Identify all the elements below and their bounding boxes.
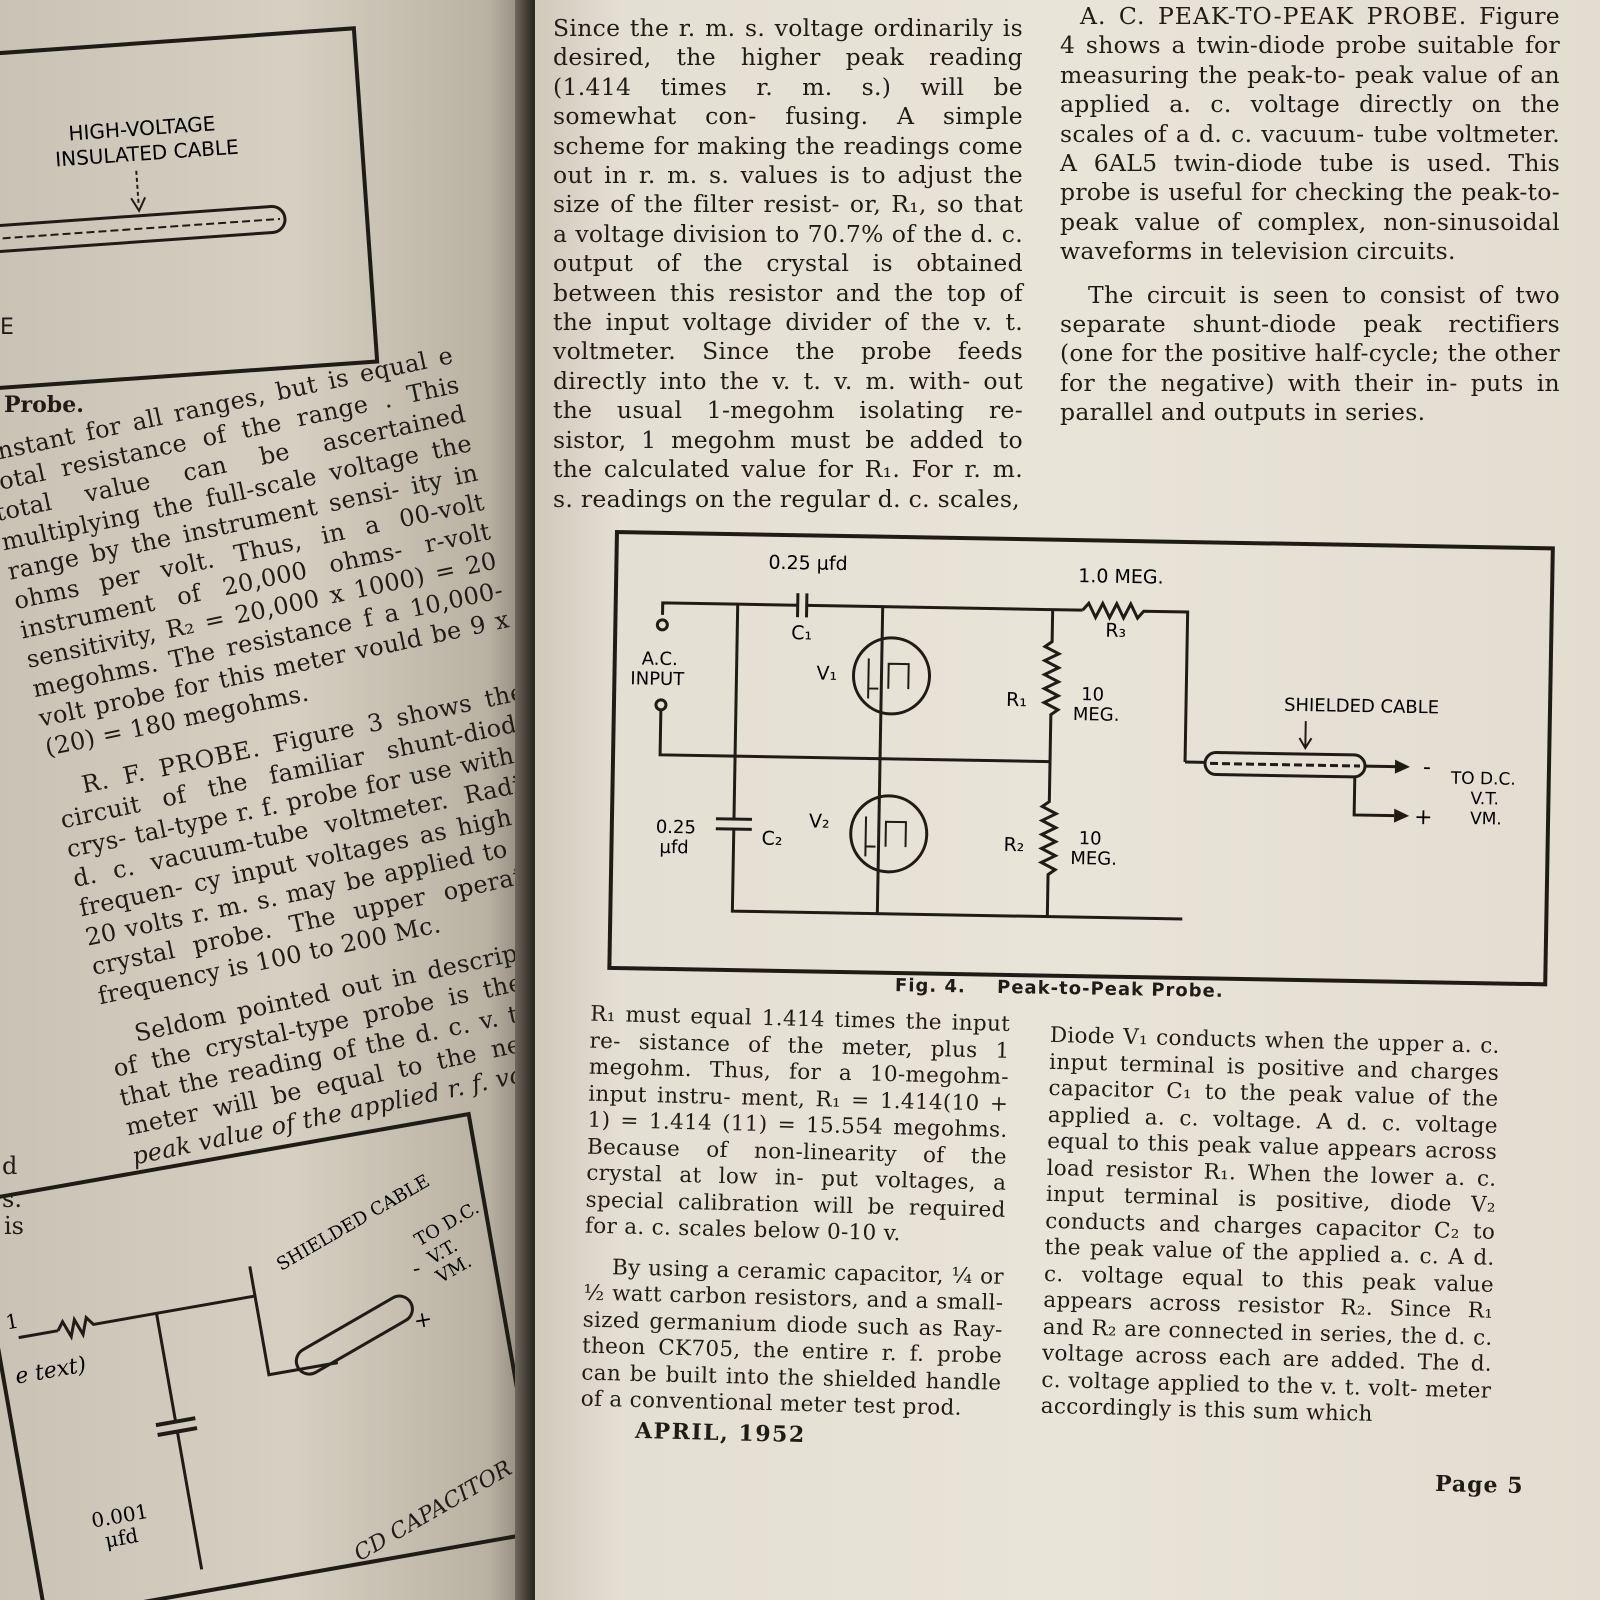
rf-cable-label: SHIELDED CABLE (273, 1171, 433, 1276)
r3-label: R₃ (1105, 620, 1126, 642)
rf-minus-sign: - (411, 1256, 423, 1282)
footer-page-number: Page 5 (1434, 1470, 1524, 1500)
c2-label: C₂ (761, 828, 782, 850)
ac-probe-heading: A. C. PEAK-TO-PEAK PROBE. (1080, 2, 1468, 30)
ac-probe-p2: The circuit is seen to consist of two se… (1060, 280, 1560, 427)
r2-label: R₂ (1003, 834, 1024, 856)
right-col1-top: Since the r. m. s. voltage ordinarily is… (553, 14, 1023, 528)
left-column: onstant for all ranges, but is equal e t… (0, 340, 530, 1185)
left-fig-side-fragment: E (0, 315, 14, 340)
r2-value-1: 10 (1079, 828, 1102, 849)
c1-value: 0.25 μfd (768, 552, 848, 575)
margin-fragment-2: s. (2, 1185, 22, 1213)
r1-value-2: MEG. (1073, 704, 1120, 726)
output-label-3: VM. (1470, 809, 1502, 830)
margin-fragment-1: d (2, 1152, 18, 1180)
figure-high-voltage-cable: HIGH-VOLTAGE INSULATED CABLE (0, 26, 380, 392)
r1-label: R₁ (1006, 689, 1027, 711)
r2-value-2: MEG. (1070, 848, 1117, 870)
cable-label: SHIELDED CABLE (1284, 695, 1439, 719)
c2-value-2: μfd (659, 837, 689, 859)
figure-4-peak-to-peak-probe: 0.25 μfd C₁ V₁ V₂ A.C. INPUT 0.25 μfd C₂… (607, 530, 1555, 987)
col1-bottom-p1: R₁ must equal 1.414 times the input re- … (584, 1001, 1011, 1247)
rf-plus-sign: + (412, 1307, 434, 1335)
ac-probe-p1: Figure 4 shows a twin-diode probe suitab… (1060, 2, 1560, 266)
r1-value-1: 10 (1081, 684, 1104, 705)
right-col1-bottom: R₁ must equal 1.414 times the input re- … (580, 1001, 1011, 1438)
right-col2-bottom: Diode V₁ conducts when the upper a. c. i… (1040, 1023, 1500, 1445)
footer-date: APRIL, 1952 (634, 1417, 807, 1449)
c1-label: C₁ (791, 622, 812, 644)
right-col2-top: A. C. PEAK-TO-PEAK PROBE. Figure 4 shows… (1060, 2, 1560, 442)
rf-num-fragment: 1 (4, 1309, 21, 1335)
minus-sign: - (1423, 755, 1431, 780)
col1-top-text: Since the r. m. s. voltage ordinarily is… (553, 14, 1023, 513)
input-label-1: A.C. (642, 648, 678, 670)
lower-text-block: R₁ must equal 1.414 times the input re- … (535, 0, 1600, 1600)
left-fig-caption-fragment: Probe. (4, 392, 84, 418)
left-page: HIGH-VOLTAGE INSULATED CABLE E Probe. on… (0, 0, 530, 1600)
plus-sign: + (1414, 805, 1433, 830)
output-label-2: V.T. (1470, 789, 1499, 809)
figure-rf-probe: SHIELDED CABLE TO D.C. V.T. VM. - + 0.00… (0, 1111, 530, 1600)
col1-bottom-p2: By using a ceramic capacitor, ¼ or ½ wat… (580, 1254, 1005, 1421)
r3-value: 1.0 MEG. (1078, 565, 1164, 588)
col2-bottom-text: Diode V₁ conducts when the upper a. c. i… (1040, 1022, 1501, 1427)
right-page: Since the r. m. s. voltage ordinarily is… (535, 0, 1600, 1600)
rf-text-fragment: e text) (13, 1353, 88, 1390)
rf-cap-value-2: μfd (103, 1523, 140, 1552)
output-label-1: TO D.C. (1450, 769, 1516, 790)
c2-value-1: 0.25 (656, 817, 696, 839)
rf-probe-diagram: SHIELDED CABLE TO D.C. V.T. VM. - + 0.00… (4, 1171, 483, 1570)
v2-label: V₂ (809, 810, 830, 832)
hv-cable-diagram: HIGH-VOLTAGE INSULATED CABLE (0, 111, 287, 254)
input-label-2: INPUT (630, 668, 685, 690)
v1-label: V₁ (816, 663, 837, 685)
margin-fragment-3: is (4, 1212, 24, 1240)
peak-to-peak-schematic: 0.25 μfd C₁ V₁ V₂ A.C. INPUT 0.25 μfd C₂… (630, 552, 1516, 921)
